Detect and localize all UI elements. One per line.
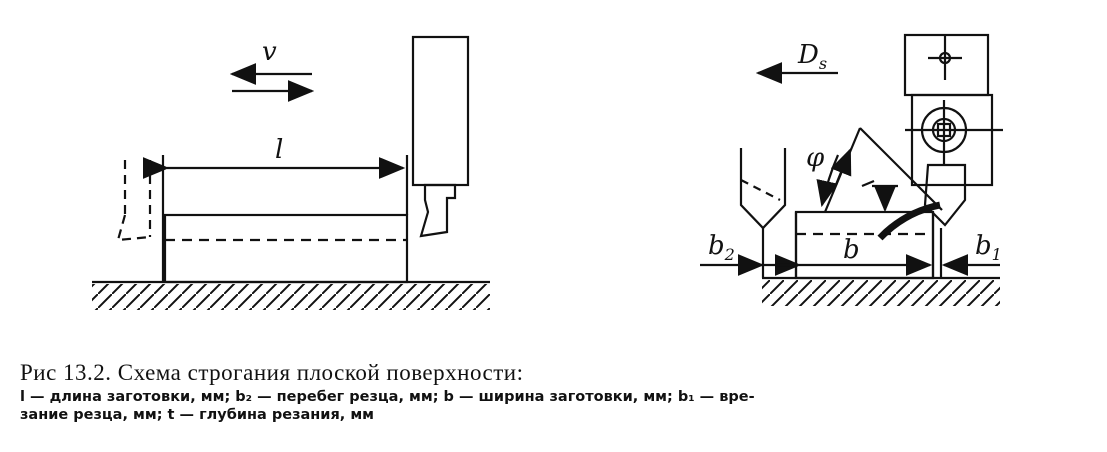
planing-cutter [419,183,457,238]
chip [877,201,941,241]
left-view [92,35,490,310]
holder-body [910,93,994,187]
workpiece-section [794,210,935,280]
legend-line-1: l — длина заготовки, мм; b₂ — перебег ре… [20,389,755,405]
cutter-start-position [116,160,152,242]
left-cutter-outline [739,148,787,278]
caption-legend: l — длина заготовки, мм; b₂ — перебег ре… [20,388,1095,424]
feed-label: Ds [797,40,827,73]
velocity-label: v [262,37,277,67]
workpiece-side [163,213,409,284]
b1-label: b1 [975,231,1002,264]
left-ground-hatch [92,284,490,310]
holder-top [903,33,990,97]
planing-scheme-figure: v l [92,33,1003,310]
tool-holder [411,35,470,187]
angle-label: φ [806,143,825,173]
b2-label: b2 [708,231,735,264]
legend-line-2: зание резца, мм; t — глубина резания, мм [20,407,375,423]
length-label: l [275,135,283,165]
right-cutter [923,163,967,227]
caption-title: Рис 13.2. Схема строгания плоской поверх… [20,360,524,385]
width-label: b [843,235,860,265]
right-ground-hatch [762,280,1000,306]
right-view [700,33,1003,306]
figure-caption: Рис 13.2. Схема строгания плоской поверх… [20,360,1095,424]
